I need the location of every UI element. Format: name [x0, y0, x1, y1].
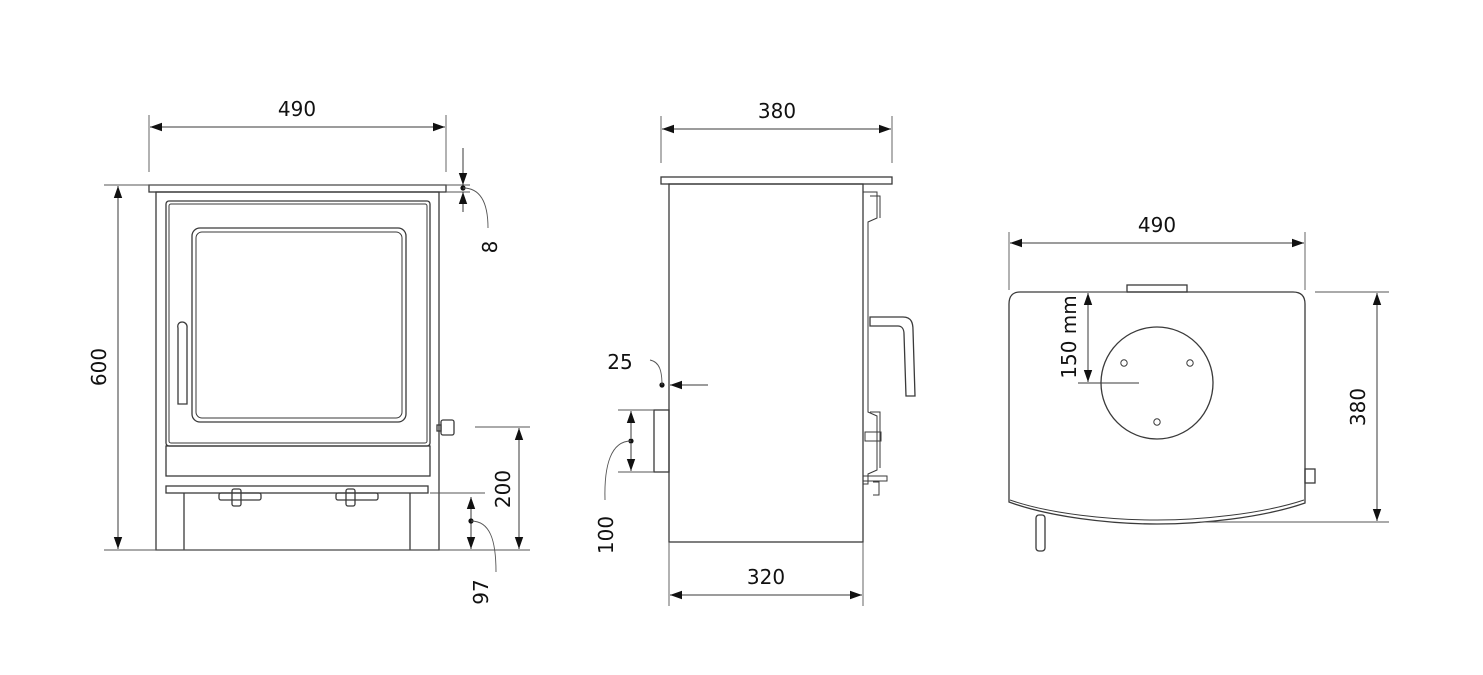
door-handle-icon [177, 321, 188, 405]
front-width-label: 490 [278, 97, 316, 121]
base-clearance-label: 97 [469, 579, 493, 604]
rear-offset-label: 25 [607, 350, 632, 374]
side-handle-icon [869, 316, 916, 397]
air-control-knob-icon [440, 419, 455, 436]
side-view: 380 320 25 100 [594, 99, 916, 606]
front-body [155, 191, 440, 551]
ash-clip-right-icon [335, 488, 379, 507]
front-top-plate [148, 184, 447, 193]
top-rear-outlet [1126, 284, 1188, 293]
side-body [668, 183, 864, 543]
front-glass [191, 227, 407, 423]
front-door [165, 200, 431, 447]
outlet-height-label: 200 [491, 470, 515, 508]
rear-outlet [653, 409, 670, 473]
ash-lip [165, 445, 431, 477]
top-knob-icon [1304, 468, 1316, 484]
top-thickness-label: 8 [478, 241, 502, 254]
outlet-size-label: 100 [594, 516, 618, 554]
front-view: 490 600 8 200 97 [87, 97, 530, 605]
top-body [1008, 291, 1306, 525]
side-body-depth-label: 320 [747, 565, 785, 589]
top-width-label: 490 [1138, 213, 1176, 237]
ash-pan-strip [165, 485, 429, 494]
front-height-label: 600 [87, 348, 111, 386]
top-view: 490 380 150 mm [1008, 213, 1389, 552]
top-depth-label: 380 [1346, 388, 1370, 426]
side-depth-label: 380 [758, 99, 796, 123]
top-handle-icon [1035, 514, 1046, 552]
ash-clip-left-icon [218, 488, 262, 507]
side-top-plate [660, 176, 893, 185]
flue-offset-label: 150 mm [1057, 295, 1081, 379]
